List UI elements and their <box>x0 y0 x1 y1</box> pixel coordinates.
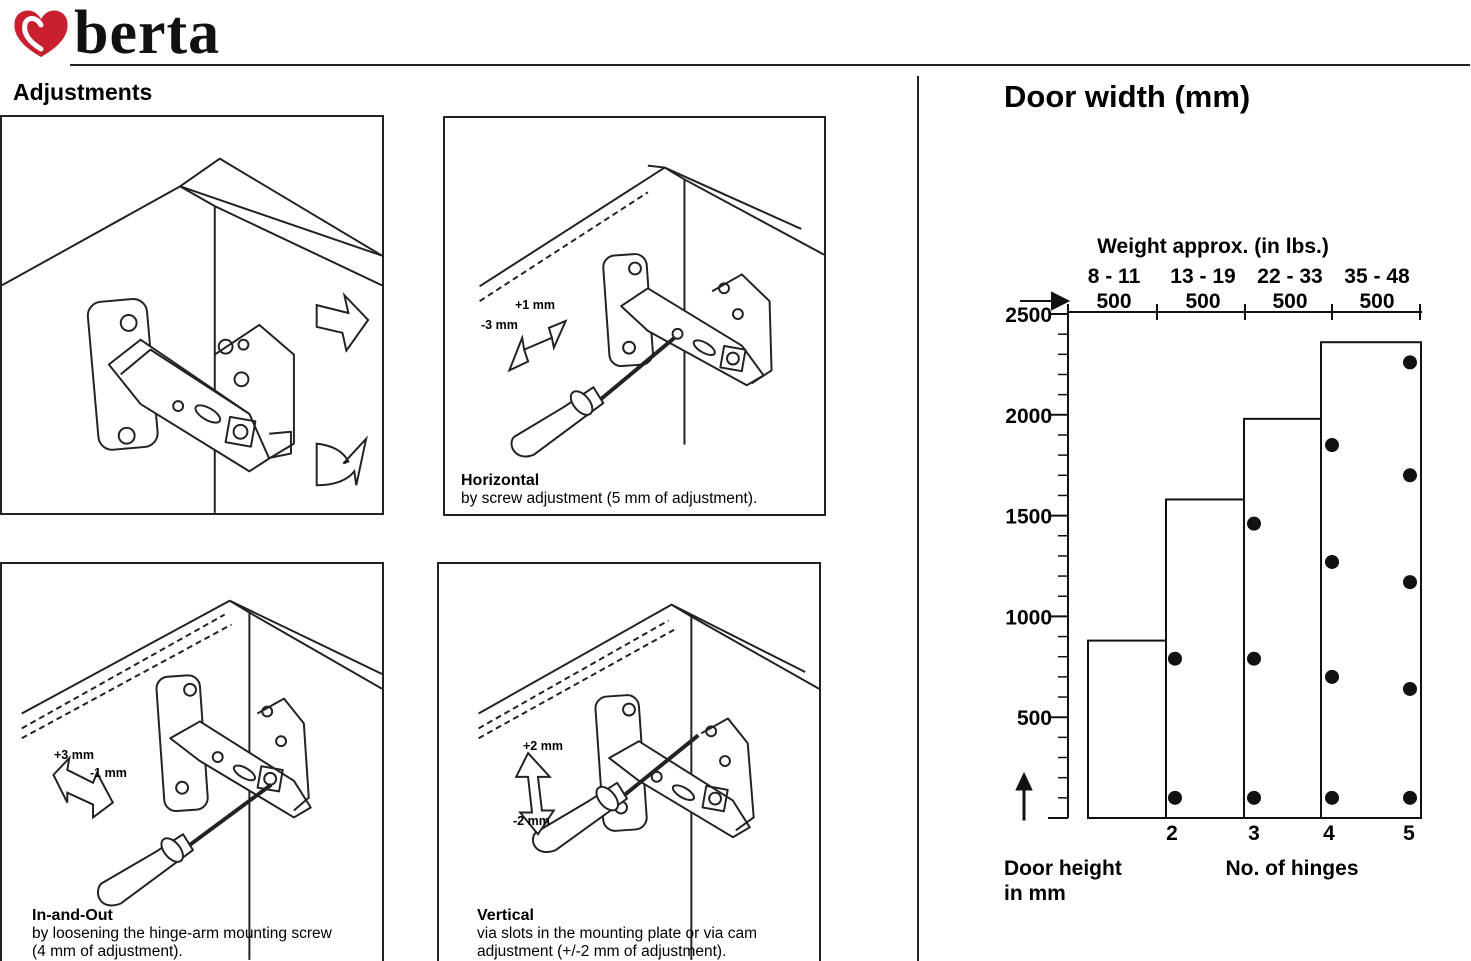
caption-line: adjustment (+/-2 mm of adjustment). <box>477 943 727 960</box>
x-tick-label: 4 <box>1323 822 1335 845</box>
y-axis-label-line1: Door height <box>1004 857 1122 880</box>
hinge-chart: Weight approx. (in lbs.) 8 - 11 13 - 19 22 … <box>1004 235 1422 905</box>
hinge-dot <box>1325 669 1339 684</box>
screwdriver-icon <box>510 336 676 458</box>
double-arrow-icon <box>507 319 568 373</box>
door-width-label: 500 <box>1359 290 1394 313</box>
hinge-icon <box>479 164 824 445</box>
door-width-label: 500 <box>1272 290 1307 313</box>
hinge-dot <box>1403 355 1417 370</box>
brand-name: berta <box>74 0 221 67</box>
hinge-dot <box>1247 516 1261 531</box>
hinge-dot <box>1168 651 1182 666</box>
dimension-label-minus: -1 mm <box>90 766 127 780</box>
caption-title: Horizontal <box>461 472 540 489</box>
weight-range-label: 13 - 19 <box>1170 265 1235 288</box>
hinge-dot <box>1325 790 1339 805</box>
x-axis-label: No. of hinges <box>1226 857 1359 880</box>
hinge-dot <box>1403 790 1417 805</box>
dimension-label-minus: -3 mm <box>481 318 518 332</box>
hinge-dot <box>1168 790 1182 805</box>
caption-line: by screw adjustment (5 mm of adjustment)… <box>461 490 758 507</box>
brand-logo: berta <box>12 2 220 64</box>
door-width-label: 500 <box>1185 290 1220 313</box>
caption-horizontal: Horizontal by screw adjustment (5 mm of … <box>461 472 757 508</box>
y-axis-label-line2: in mm <box>1004 882 1066 905</box>
panel-vertical: +2 mm -2 mm Vertical via slots in the mo… <box>437 562 821 961</box>
top-axis-title: Weight approx. (in lbs.) <box>1097 235 1329 258</box>
hinge-dot <box>1403 681 1417 696</box>
panel-horizontal: +1 mm -3 mm Horizontal by screw adjustme… <box>443 116 826 516</box>
push-arrow-icon <box>315 291 370 354</box>
hinge-dot <box>1403 575 1417 590</box>
hinge-dot <box>1325 438 1339 453</box>
hinge-dot <box>1403 468 1417 483</box>
section-title: Adjustments <box>13 79 153 105</box>
header-divider <box>70 64 1470 66</box>
caption-vertical: Vertical via slots in the mounting plate… <box>477 907 757 961</box>
caption-title: Vertical <box>477 907 534 924</box>
y-tick-label: 1000 <box>1005 606 1052 629</box>
weight-range-label: 22 - 33 <box>1257 265 1322 288</box>
x-tick-label: 3 <box>1248 822 1260 845</box>
dimension-label-minus: -2 mm <box>513 814 550 828</box>
caption-line: via slots in the mounting plate or via c… <box>477 925 757 942</box>
hinge-dot <box>1325 554 1339 569</box>
chart-title: Door width (mm) <box>1004 79 1251 114</box>
door-width-label: 500 <box>1096 290 1131 313</box>
hinge-icon <box>2 157 382 513</box>
caption-title: In-and-Out <box>32 907 113 924</box>
caption-line: (4 mm of adjustment). <box>32 943 183 960</box>
swing-arrow-icon <box>315 435 368 487</box>
panel-in-and-out: +3 mm -1 mm In-and-Out by loosening the … <box>0 562 384 961</box>
dimension-label-plus: +2 mm <box>523 739 563 753</box>
weight-range-label: 8 - 11 <box>1088 265 1141 288</box>
weight-range-label: 35 - 48 <box>1344 265 1410 288</box>
width-arrow-icon <box>1020 291 1071 311</box>
dimension-label-plus: +3 mm <box>54 748 94 762</box>
y-tick-label: 500 <box>1017 707 1052 730</box>
x-tick-label: 2 <box>1166 822 1178 845</box>
y-tick-label: 1500 <box>1005 506 1052 529</box>
vertical-arrow-icon <box>514 751 556 836</box>
x-tick-label: 5 <box>1403 822 1415 845</box>
hinge-dot <box>1247 651 1261 666</box>
double-arrow-icon <box>52 754 115 820</box>
screwdriver-icon <box>96 783 273 907</box>
height-arrow-icon <box>1015 771 1033 821</box>
hinge-dot <box>1247 790 1261 805</box>
dimension-label-plus: +1 mm <box>515 298 555 312</box>
screwdriver-icon <box>531 733 700 853</box>
hinge-icon <box>21 599 382 960</box>
column-divider <box>917 76 919 961</box>
y-tick-label: 2000 <box>1005 405 1052 428</box>
caption-line: by loosening the hinge-arm mounting scre… <box>32 925 332 942</box>
heart-mark-icon <box>14 10 68 58</box>
panel-push <box>0 115 384 515</box>
y-tick-label: 2500 <box>1005 304 1052 327</box>
caption-in-and-out: In-and-Out by loosening the hinge-arm mo… <box>32 907 332 961</box>
